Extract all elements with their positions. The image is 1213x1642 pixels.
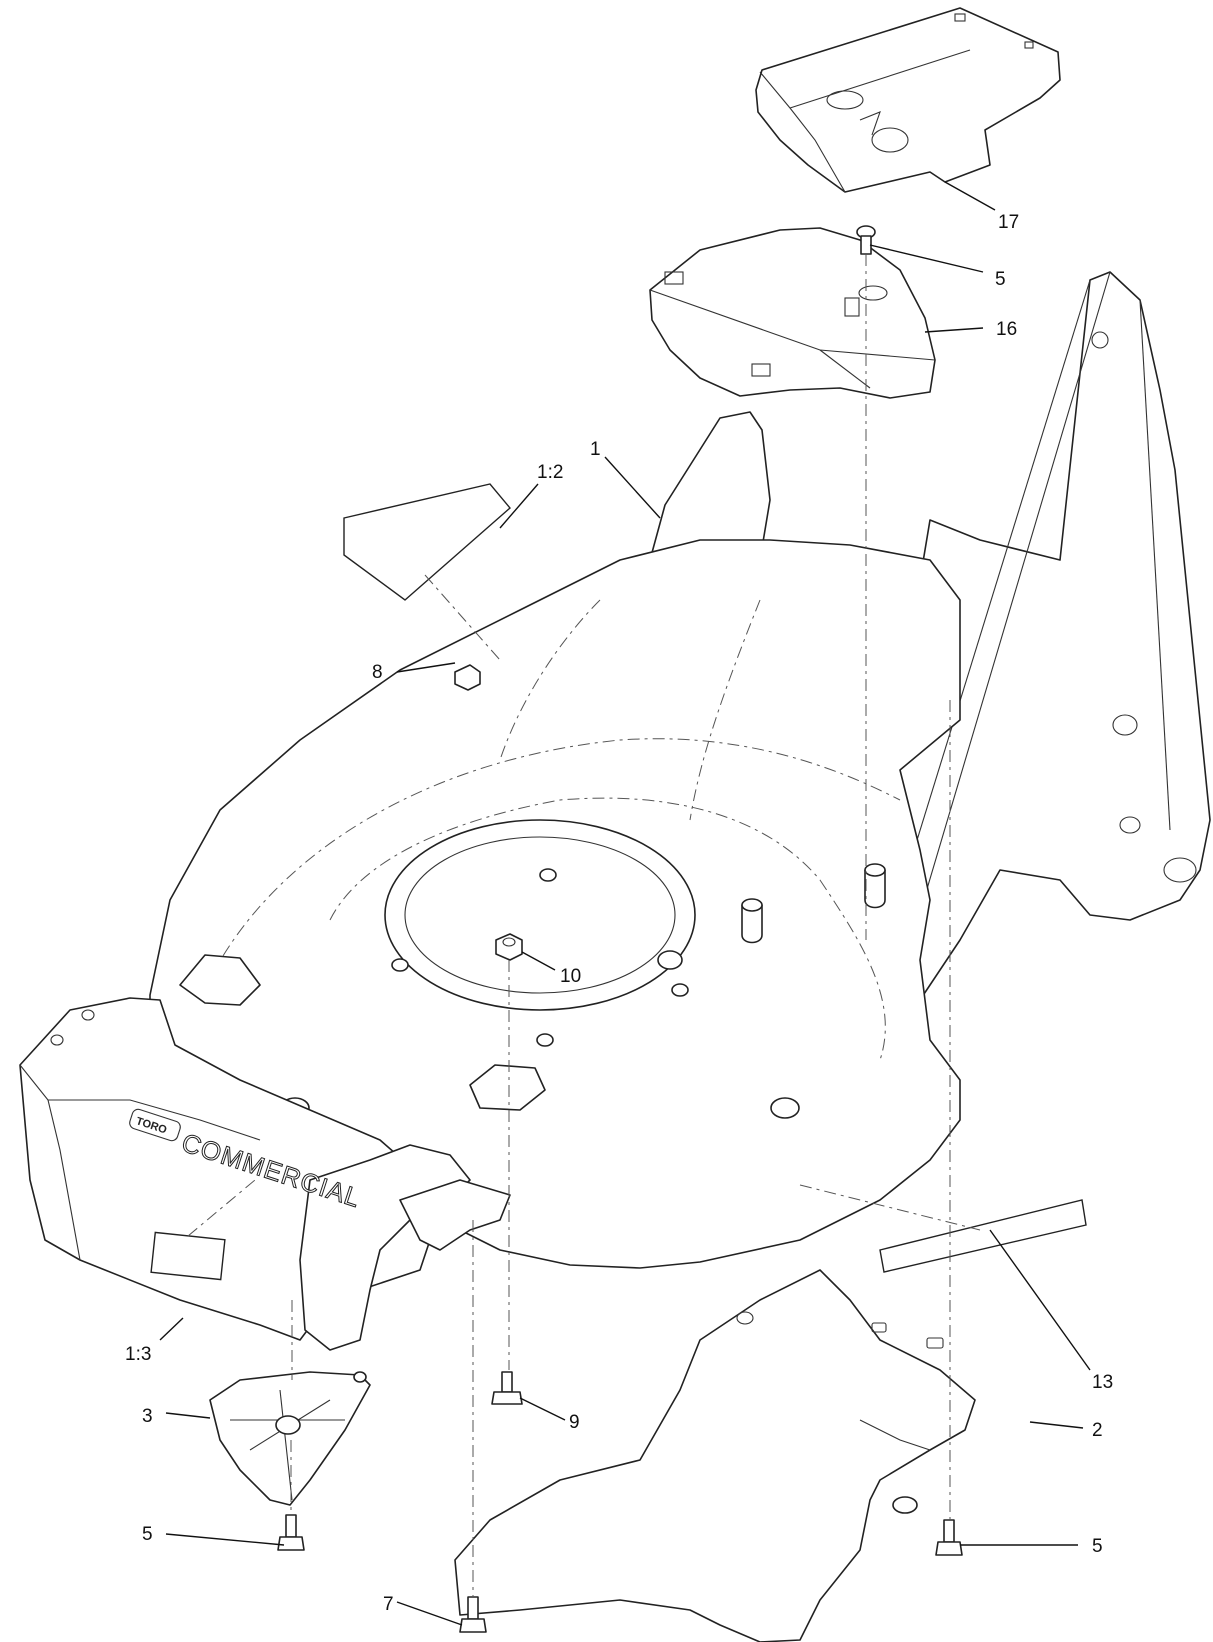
callout-17: 17 <box>998 212 1019 233</box>
callout-1-3: 1:3 <box>125 1344 151 1365</box>
callout-3: 3 <box>142 1406 153 1427</box>
leader-2 <box>1029 1421 1084 1429</box>
callout-1-2: 1:2 <box>537 462 563 483</box>
part-3-mulch-plug <box>209 1371 371 1506</box>
leader-13 <box>989 1229 1091 1371</box>
centerline-decal-13 <box>799 1184 981 1231</box>
centerline-decal-1-2 <box>424 574 501 661</box>
leader-3 <box>165 1412 211 1419</box>
leader-16 <box>924 327 984 333</box>
callout-5-right: 5 <box>1092 1536 1103 1557</box>
callout-16: 16 <box>996 319 1017 340</box>
callout-7: 7 <box>383 1594 394 1615</box>
leader-10 <box>521 951 556 971</box>
decal-1-2 <box>343 483 511 601</box>
callout-5-left: 5 <box>142 1524 153 1545</box>
fastener-nut-8 <box>454 664 481 691</box>
callout-2: 2 <box>1092 1420 1103 1441</box>
leader-17 <box>944 181 996 211</box>
callout-10: 10 <box>560 966 581 987</box>
part-2-rear-skirt <box>454 1269 976 1642</box>
leader-7 <box>396 1601 463 1626</box>
leader-1-3 <box>159 1317 184 1341</box>
part-16-baffle <box>649 227 936 399</box>
leader-9 <box>519 1397 566 1421</box>
callout-9: 9 <box>569 1412 580 1433</box>
part-1-deck-housing: TORO COMMERCIAL <box>19 271 1211 1351</box>
fastener-bolt-9 <box>491 1371 523 1405</box>
fastener-bolt-5-right <box>935 1519 963 1556</box>
leader-8 <box>396 662 456 673</box>
part-17-rear-cover <box>755 7 1061 193</box>
callout-1: 1 <box>590 439 601 460</box>
leader-1 <box>604 456 661 519</box>
leader-1-2 <box>499 483 539 529</box>
leader-5-top <box>869 244 984 273</box>
callout-8: 8 <box>372 662 383 683</box>
decal-13 <box>879 1199 1087 1273</box>
callout-13: 13 <box>1092 1372 1113 1393</box>
leader-5-left <box>165 1533 285 1546</box>
fastener-nut-10 <box>495 933 523 961</box>
centerline-decal-1-3 <box>187 1179 256 1237</box>
fastener-bolt-5-left <box>277 1514 305 1551</box>
decal-1-3 <box>150 1231 226 1281</box>
callout-5-top: 5 <box>995 269 1006 290</box>
